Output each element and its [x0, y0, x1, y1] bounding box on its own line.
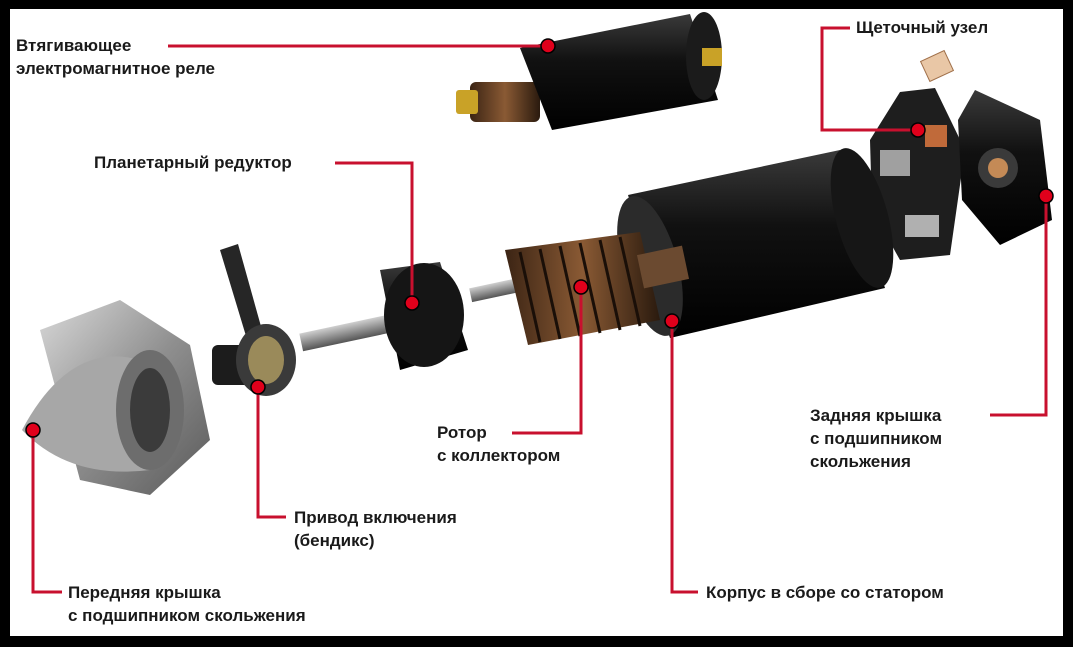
label-planetary-text: Планетарный редуктор: [94, 153, 292, 172]
label-front-cover: Передняя крышка с подшипником скольжения: [68, 581, 306, 627]
label-rotor: Ротор с коллектором: [437, 421, 560, 467]
marker-drive: [250, 379, 266, 395]
marker-planetary: [404, 295, 420, 311]
label-drive-line2: (бендикс): [294, 531, 375, 550]
leader-brush: [820, 26, 918, 132]
label-rear-cover: Задняя крышка с подшипником скольжения: [810, 404, 942, 473]
label-solenoid-line2: электромагнитное реле: [16, 59, 216, 78]
label-drive-line1: Привод включения: [294, 508, 457, 527]
label-housing: Корпус в сборе со статором: [706, 581, 944, 604]
solenoid-relay: [456, 12, 722, 130]
marker-brush: [910, 122, 926, 138]
label-front-line2: с подшипником скольжения: [68, 606, 306, 625]
label-front-line1: Передняя крышка: [68, 583, 221, 602]
label-solenoid: Втягивающее электромагнитное реле: [16, 34, 215, 80]
label-rotor-line2: с коллектором: [437, 446, 561, 465]
marker-rotor: [573, 279, 589, 295]
part-markers: [25, 38, 1054, 438]
leader-housing: [670, 321, 698, 594]
label-brush-text: Щеточный узел: [856, 18, 989, 37]
drive-bendix: [212, 244, 296, 396]
leader-rotor: [512, 287, 583, 435]
leader-lines: [31, 26, 1048, 594]
marker-solenoid: [540, 38, 556, 54]
label-drive: Привод включения (бендикс): [294, 506, 457, 552]
label-housing-text: Корпус в сборе со статором: [706, 583, 944, 602]
label-brush: Щеточный узел: [856, 16, 988, 39]
marker-housing: [664, 313, 680, 329]
leader-rear: [990, 196, 1048, 417]
leader-drive: [256, 387, 286, 519]
rear-cover: [958, 90, 1052, 245]
front-cover: [22, 300, 210, 495]
leader-front: [31, 430, 62, 594]
marker-rear: [1038, 188, 1054, 204]
label-rear-line3: скольжения: [810, 452, 911, 471]
planetary-gearbox: [299, 262, 468, 370]
label-solenoid-line1: Втягивающее: [16, 36, 132, 55]
leader-planetary: [335, 161, 414, 303]
marker-front: [25, 422, 41, 438]
label-rear-line1: Задняя крышка: [810, 406, 942, 425]
label-rotor-line1: Ротор: [437, 423, 487, 442]
label-planetary: Планетарный редуктор: [94, 151, 292, 174]
brush-holder: [870, 49, 965, 260]
label-rear-line2: с подшипником: [810, 429, 943, 448]
